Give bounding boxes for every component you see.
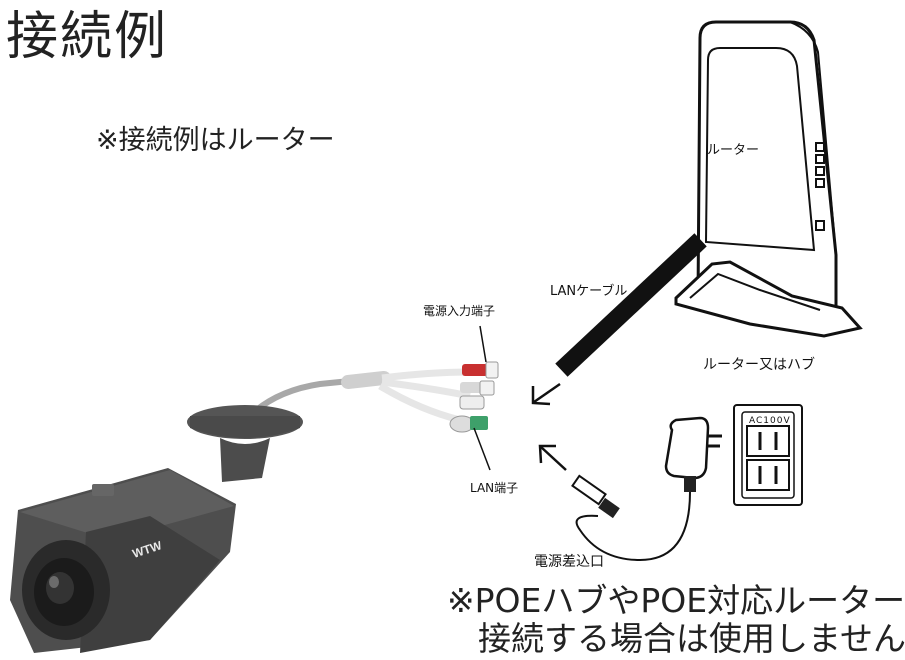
power-terminal-leader: [479, 325, 487, 363]
arrow-icon: [531, 382, 561, 406]
power-outlet-illustration: [733, 404, 803, 506]
router-led-icon: [815, 166, 825, 176]
camera-illustration: [10, 361, 499, 653]
lan-terminal-label: LAN端子: [470, 481, 519, 495]
page-title: 接続例: [6, 7, 169, 67]
lan-terminal-leader: [473, 427, 491, 471]
poe-note-line2: 接続する場合は使用しません: [478, 619, 905, 658]
poe-note-line1: ※POEハブやPOE対応ルーターと: [447, 581, 905, 620]
router-body-label: ルーター: [707, 143, 760, 158]
lan-cable-label: LANケーブル: [550, 284, 628, 299]
router-port-icon: [815, 220, 825, 231]
ac-adapter-illustration: [571, 416, 722, 562]
router-led-icon: [815, 142, 825, 152]
router-led-icon: [815, 178, 825, 188]
lan-cable: [555, 233, 707, 377]
router-or-hub-label: ルーター又はハブ: [703, 357, 815, 373]
router-led-icon: [815, 154, 825, 164]
arrow-icon: [538, 444, 567, 471]
outlet-voltage-label: AC100V: [749, 416, 791, 426]
power-input-terminal-label: 電源入力端子: [423, 304, 496, 318]
router-illustration: [674, 20, 863, 338]
power-plug-port-label: 電源差込口: [534, 554, 604, 570]
page-subtitle: ※接続例はルーター: [96, 125, 335, 156]
